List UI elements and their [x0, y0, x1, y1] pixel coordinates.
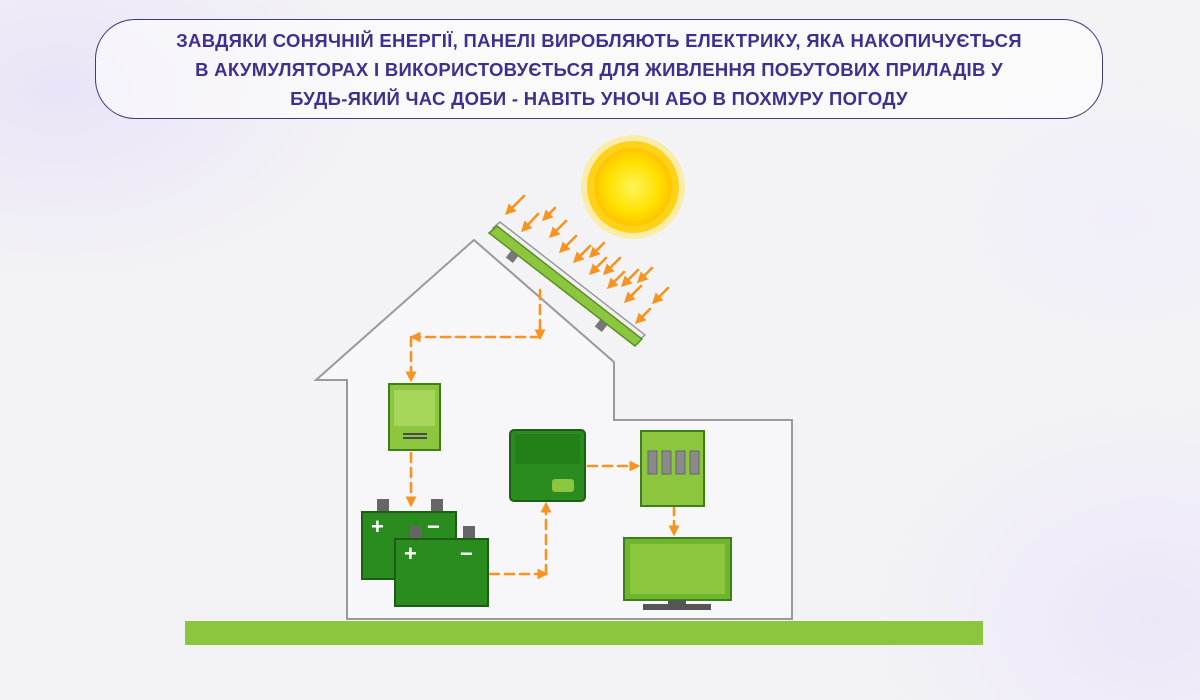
caption-line-2: в акумуляторах і використовується для жи… — [195, 58, 1003, 80]
battery-minus-sign: − — [427, 514, 440, 539]
distribution-panel-icon — [640, 430, 705, 507]
solar-panel-icon — [487, 221, 647, 347]
battery-plus-sign: + — [371, 514, 384, 539]
sun-rays — [504, 194, 670, 325]
battery-minus-sign: − — [460, 541, 473, 566]
caption-line-3: будь-який час доби - навіть уночі або в … — [290, 87, 908, 109]
battery-plus-sign: + — [404, 541, 417, 566]
battery-icon: + − — [394, 526, 489, 607]
tv-icon — [623, 537, 732, 610]
inverter-icon — [509, 429, 586, 502]
caption-box: Завдяки сонячній енергії, панелі виробля… — [95, 19, 1103, 119]
charge-controller-icon — [388, 383, 441, 451]
sun-icon — [581, 135, 685, 239]
ground — [185, 621, 983, 645]
caption-line-1: Завдяки сонячній енергії, панелі виробля… — [176, 29, 1022, 51]
caption-text: Завдяки сонячній енергії, панелі виробля… — [176, 26, 1022, 113]
power-flow-arrows — [405, 288, 680, 580]
